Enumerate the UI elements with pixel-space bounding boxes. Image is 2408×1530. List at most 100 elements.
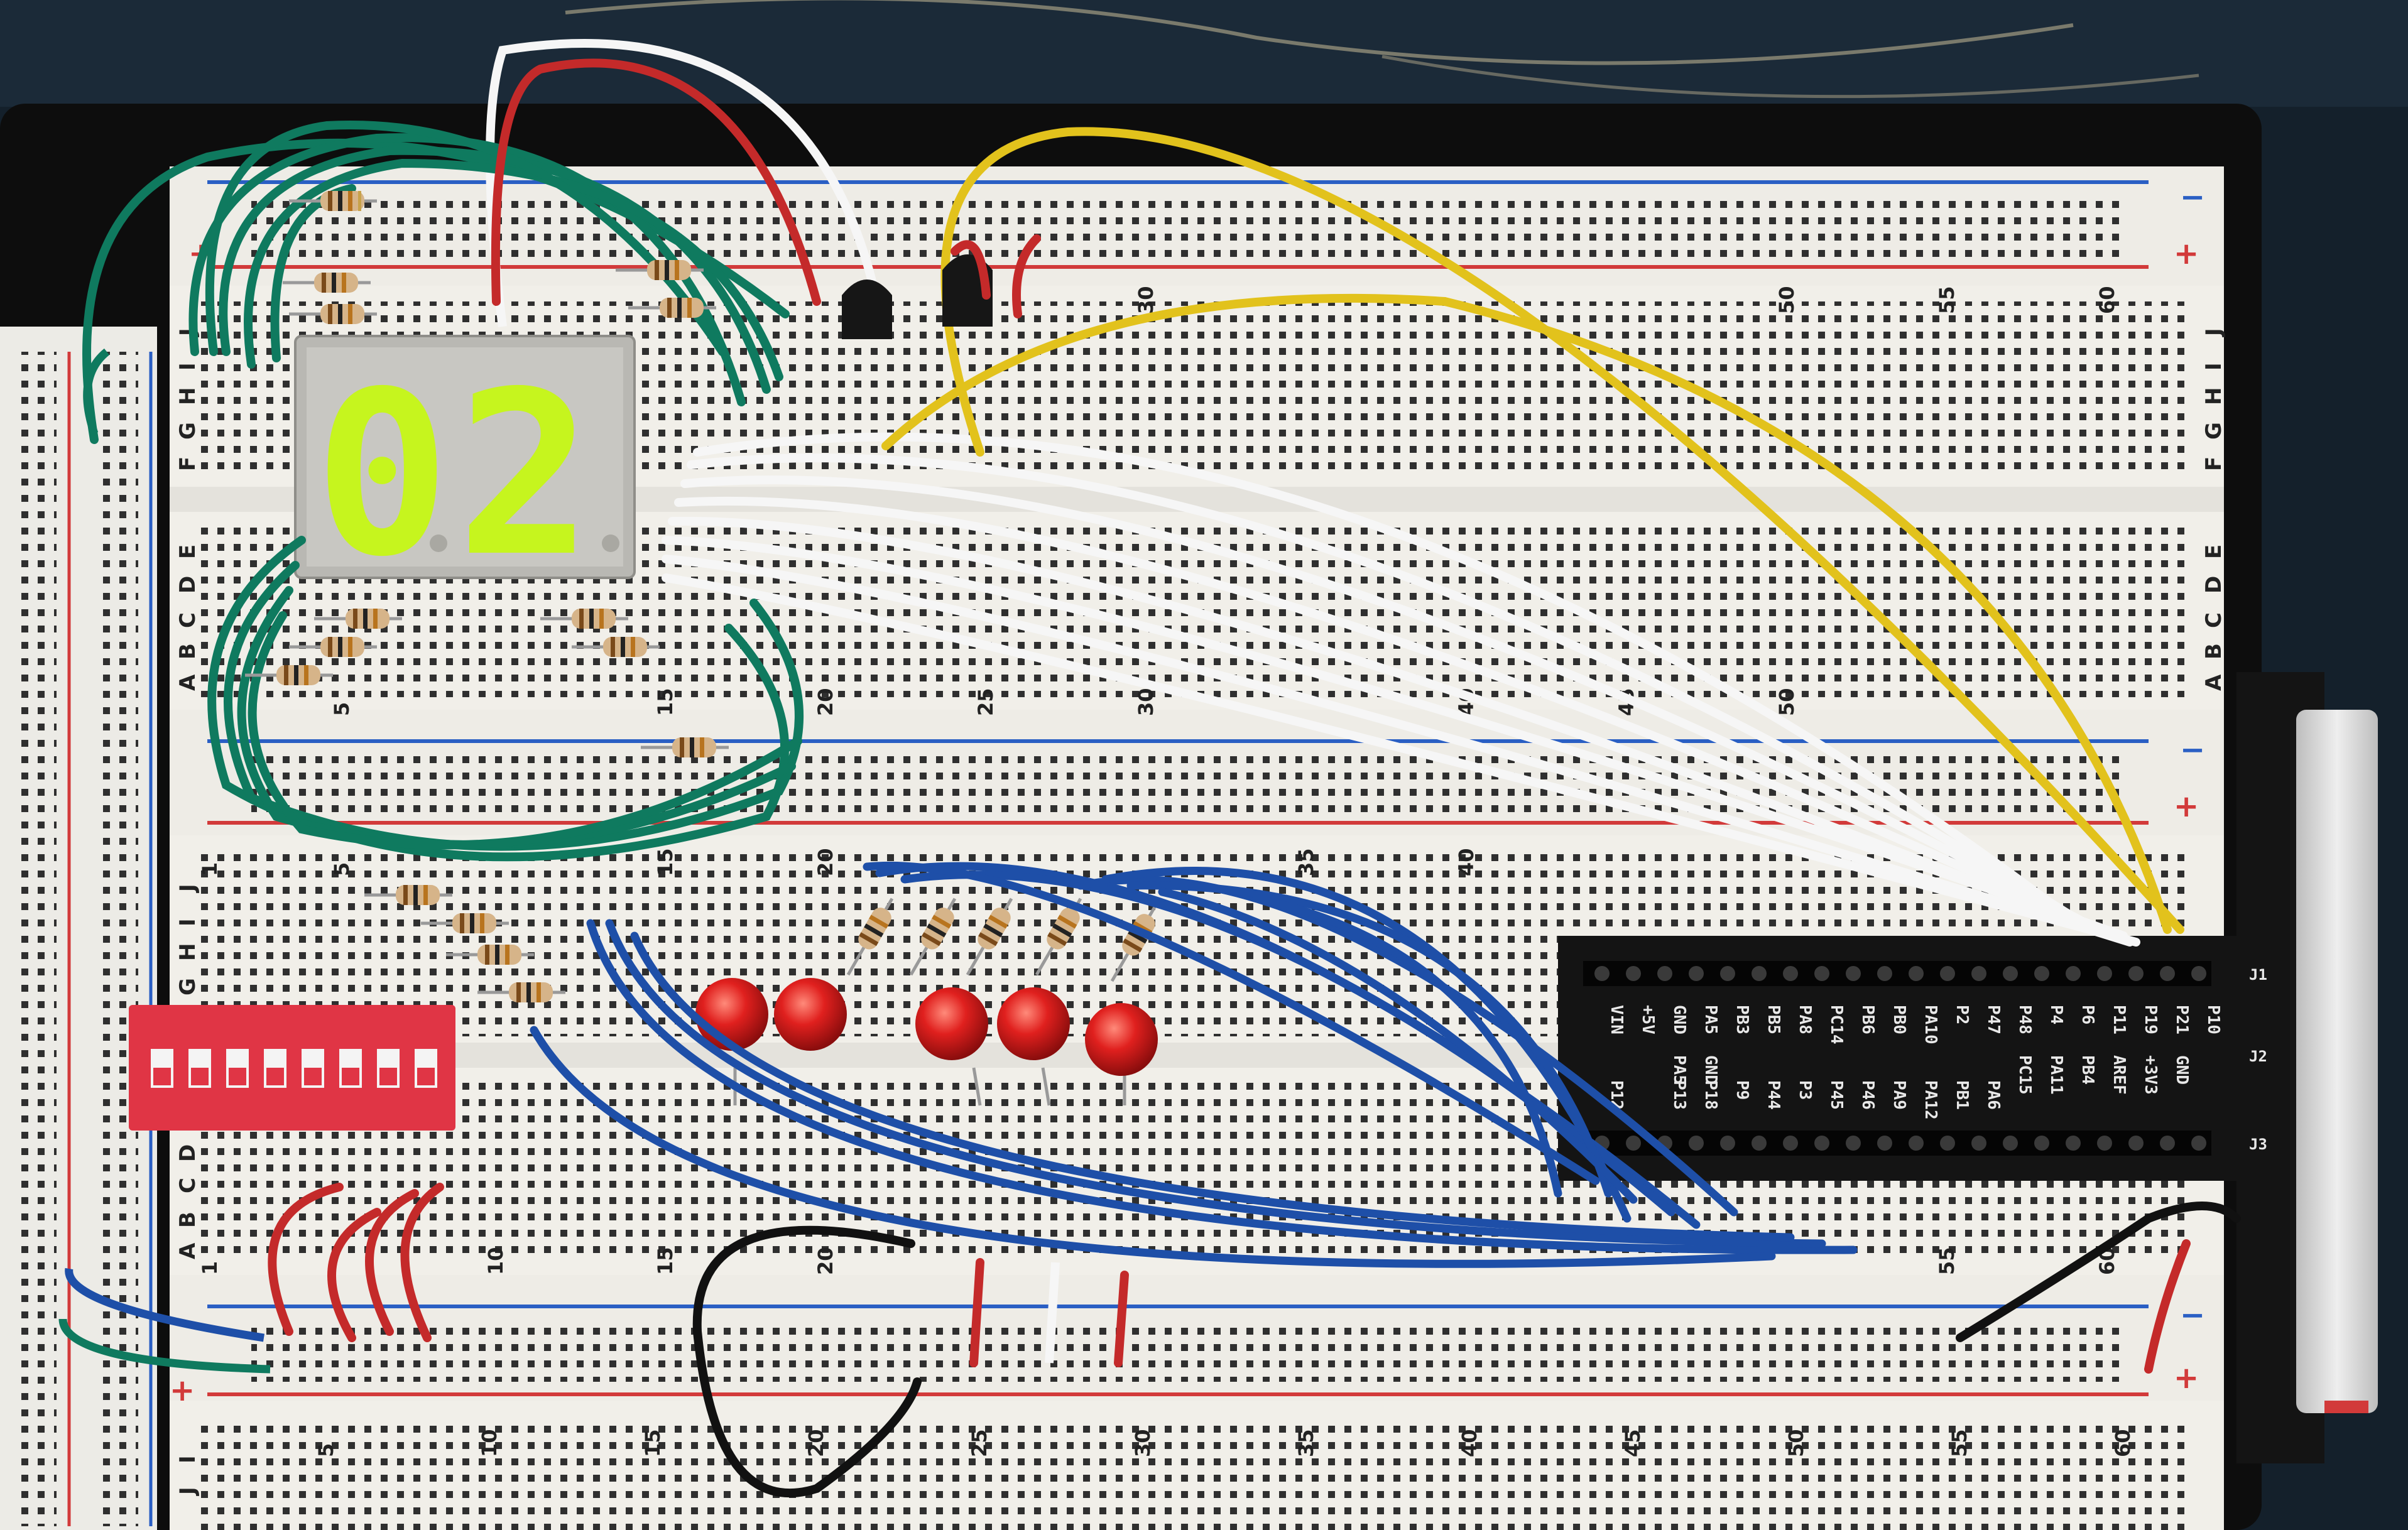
svg-text:D: D <box>175 1144 200 1162</box>
column-numbers-bottom: 5 10 15 20 25 30 35 40 45 50 55 60 <box>314 1429 2135 1457</box>
svg-text:D: D <box>175 576 200 594</box>
svg-text:PA10: PA10 <box>1921 1005 1940 1044</box>
led-5 <box>1085 1003 1158 1076</box>
blue-wire-bundle <box>530 861 1858 1268</box>
svg-text:J: J <box>175 1487 200 1496</box>
svg-text:35: 35 <box>1294 848 1318 876</box>
svg-text:1: 1 <box>198 1261 222 1275</box>
svg-text:10: 10 <box>477 1429 501 1457</box>
svg-text:20: 20 <box>804 1429 828 1457</box>
svg-text:VIN: VIN <box>1607 1005 1626 1034</box>
svg-text:+5V: +5V <box>1638 1005 1657 1034</box>
svg-text:GND: GND <box>2172 1055 2191 1085</box>
rail-minus-mid: − <box>2180 732 2205 768</box>
led-3 <box>915 987 988 1060</box>
svg-text:20: 20 <box>814 688 837 716</box>
led-2 <box>774 978 847 1051</box>
svg-text:25: 25 <box>967 1429 991 1457</box>
svg-text:PA12: PA12 <box>1921 1080 1940 1120</box>
svg-text:40: 40 <box>1457 1429 1481 1457</box>
svg-text:PA5: PA5 <box>1701 1005 1720 1034</box>
svg-text:GND: GND <box>1670 1005 1689 1034</box>
svg-text:P2: P2 <box>1953 1005 1971 1024</box>
svg-text:1: 1 <box>198 862 222 876</box>
ribbon-cable <box>2296 710 2378 1413</box>
column-numbers-lower: 1 5 15 20 35 40 1 10 15 20 55 60 <box>198 848 2119 1275</box>
svg-text:PB4: PB4 <box>2078 1055 2097 1085</box>
svg-text:A: A <box>175 674 200 691</box>
svg-text:E: E <box>2201 545 2226 559</box>
rail-plus-bottom: + <box>2174 1360 2199 1396</box>
svg-text:35: 35 <box>1294 1429 1318 1457</box>
blue-wire-left <box>65 1267 265 1342</box>
green-wire-left-top <box>83 348 110 435</box>
svg-text:PC15: PC15 <box>2015 1055 2034 1095</box>
svg-text:J1: J1 <box>2249 966 2267 984</box>
white-wire-top <box>486 39 884 327</box>
svg-text:PB5: PB5 <box>1764 1005 1783 1034</box>
svg-text:PA6: PA6 <box>1984 1080 2003 1110</box>
svg-text:P18: P18 <box>1701 1080 1720 1110</box>
row-letters-upper-right: J I H G F E D C B A <box>2201 328 2226 691</box>
svg-text:H: H <box>2201 388 2226 405</box>
svg-text:G: G <box>175 978 200 996</box>
svg-text:PB0: PB0 <box>1890 1005 1909 1034</box>
svg-text:50: 50 <box>1775 286 1799 314</box>
svg-text:30: 30 <box>1134 286 1158 314</box>
display-digits: 02 <box>314 343 599 606</box>
svg-text:J2: J2 <box>2249 1048 2267 1065</box>
yellow-wires <box>881 127 2184 934</box>
svg-text:P45: P45 <box>1827 1080 1846 1110</box>
svg-text:P13: P13 <box>1670 1080 1689 1110</box>
svg-text:P9: P9 <box>1733 1080 1752 1100</box>
svg-text:P46: P46 <box>1858 1080 1877 1110</box>
svg-text:J: J <box>175 884 200 893</box>
svg-text:55: 55 <box>1935 1247 1959 1275</box>
svg-text:C: C <box>175 1178 200 1193</box>
header-pin-labels: VIN +5V GND PA5 PB3 PB5 PA8 PC14 PB6 PB0… <box>1607 966 2267 1153</box>
column-numbers-top: 5 15 20 25 30 40 45 50 30 50 55 60 <box>330 286 2119 716</box>
svg-text:P44: P44 <box>1764 1080 1783 1110</box>
svg-text:60: 60 <box>2095 286 2119 314</box>
svg-text:J: J <box>2201 328 2226 337</box>
svg-text:P3: P3 <box>1795 1080 1814 1100</box>
svg-text:15: 15 <box>653 688 677 716</box>
svg-text:F: F <box>175 457 200 471</box>
svg-text:40: 40 <box>1454 848 1478 876</box>
svg-text:P4: P4 <box>2047 1005 2066 1024</box>
svg-text:G: G <box>2201 422 2226 440</box>
row-letters-lower-left: J I H G D C B A I J <box>175 884 200 1496</box>
svg-text:PC14: PC14 <box>1827 1005 1846 1044</box>
svg-text:PA5: PA5 <box>1670 1055 1689 1085</box>
svg-text:I: I <box>175 918 200 926</box>
svg-text:E: E <box>175 545 200 559</box>
svg-text:B: B <box>175 1212 200 1228</box>
svg-text:G: G <box>175 422 200 440</box>
svg-text:P6: P6 <box>2078 1005 2097 1024</box>
svg-text:P21: P21 <box>2172 1005 2191 1034</box>
svg-text:20: 20 <box>814 1247 837 1275</box>
svg-text:F: F <box>2201 457 2226 471</box>
svg-text:PB1: PB1 <box>1953 1080 1971 1110</box>
svg-text:P47: P47 <box>1984 1005 2003 1034</box>
rail-plus-mid: + <box>2174 789 2199 824</box>
svg-text:P19: P19 <box>2141 1005 2160 1034</box>
svg-text:30: 30 <box>1131 1429 1155 1457</box>
svg-text:P11: P11 <box>2110 1005 2128 1034</box>
svg-text:A: A <box>2201 674 2226 691</box>
svg-text:P48: P48 <box>2015 1005 2034 1034</box>
svg-text:H: H <box>175 388 200 405</box>
svg-text:5: 5 <box>314 1443 338 1457</box>
rail-minus-bottom: − <box>2180 1298 2205 1333</box>
white-jumper-bottom <box>1045 1262 1060 1364</box>
svg-text:PA9: PA9 <box>1890 1080 1909 1110</box>
svg-text:50: 50 <box>1775 688 1799 716</box>
green-wires-lower <box>207 536 804 862</box>
rail-plus-top: + <box>2174 236 2199 271</box>
svg-text:C: C <box>175 612 200 628</box>
svg-text:H: H <box>175 943 200 961</box>
red-wires-top <box>491 58 1041 318</box>
svg-text:D: D <box>2201 576 2226 594</box>
svg-text:PB3: PB3 <box>1733 1005 1752 1034</box>
svg-text:A: A <box>175 1242 200 1259</box>
